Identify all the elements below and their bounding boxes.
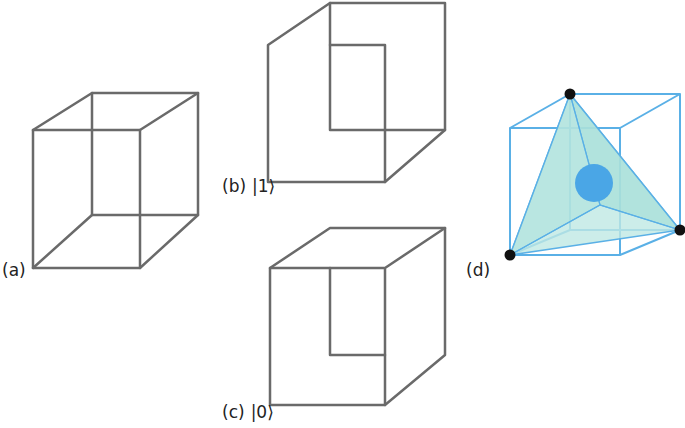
cube-edges (330, 3, 445, 130)
tetrahedron-edges (510, 205, 680, 255)
cube-face (92, 93, 198, 215)
tetrahedron-cube (505, 89, 685, 261)
panel-label: (b) (222, 178, 246, 195)
cube-outline (270, 228, 445, 405)
cube-edges (270, 228, 445, 405)
cube-outline (268, 3, 445, 182)
cube-edges (330, 45, 385, 182)
panel-label: (c) (222, 404, 245, 421)
vertex-dot (505, 250, 516, 261)
cube-state-zero (270, 228, 445, 405)
cube-edges (510, 94, 680, 255)
vertex-dot (675, 225, 685, 236)
panel-label: |0⟩ (251, 404, 274, 421)
cube-face (33, 130, 140, 268)
panel-label: |1⟩ (252, 178, 275, 195)
panel-label: (a) (2, 262, 26, 279)
cube-edges (33, 93, 198, 268)
center-sphere (575, 164, 613, 202)
blue-cube (510, 94, 680, 255)
cube-edges (330, 268, 385, 355)
wireframe-cube (33, 93, 198, 268)
tetrahedron-face (510, 94, 680, 255)
panel-label: (d) (466, 262, 490, 279)
cube-state-one (268, 3, 445, 182)
vertex-dot (565, 89, 576, 100)
